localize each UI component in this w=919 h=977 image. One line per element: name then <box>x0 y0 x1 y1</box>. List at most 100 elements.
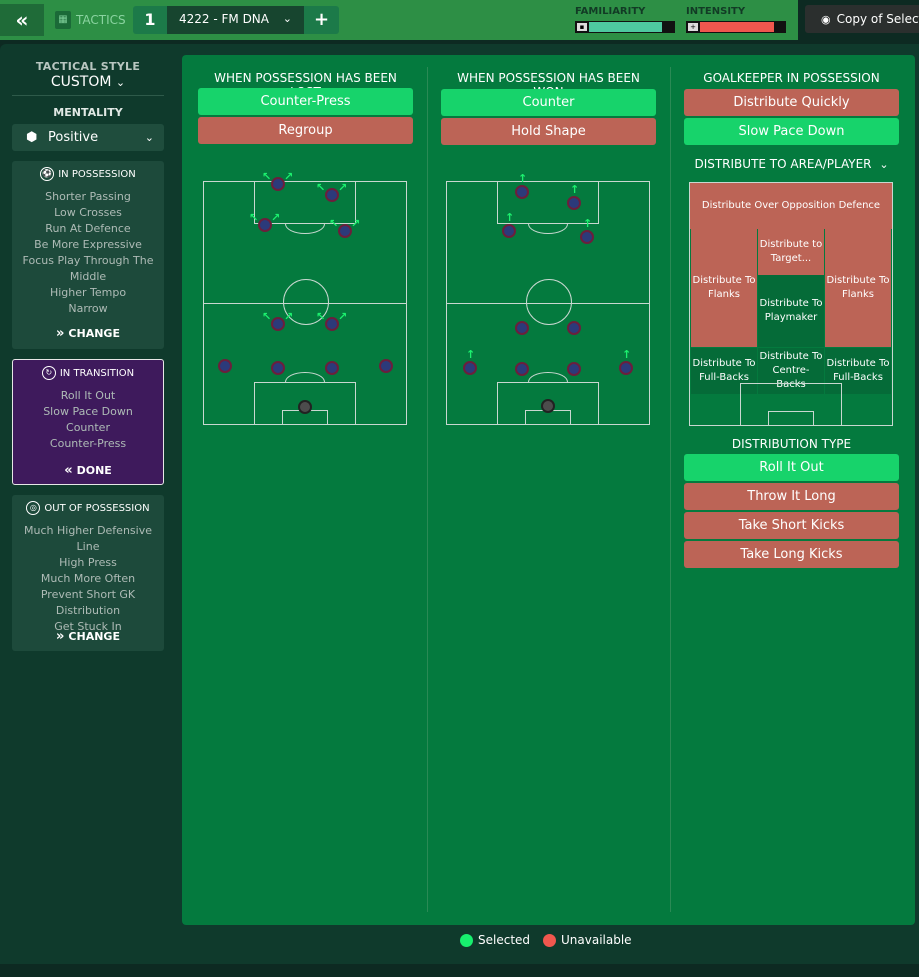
distribute-to-fullbacks-left-area[interactable]: Distribute To Full-Backs <box>691 348 757 394</box>
legend-unavailable-label: Unavailable <box>561 933 632 947</box>
copy-of-selected-button[interactable]: ◉Copy of Selecte <box>805 5 919 33</box>
chevron-down-icon: ⌄ <box>879 158 889 171</box>
familiarity-meter[interactable]: ▪ <box>575 21 675 33</box>
roll-it-out-button[interactable]: Roll It Out <box>684 454 899 481</box>
player-marker <box>515 362 529 376</box>
in-possession-card[interactable]: ⚽IN POSSESSION Shorter Passing Low Cross… <box>12 161 164 349</box>
slow-pace-down-button[interactable]: Slow Pace Down <box>684 118 899 145</box>
player-marker <box>271 177 285 191</box>
distribute-to-fullbacks-right-area[interactable]: Distribute To Full-Backs <box>825 348 891 394</box>
hold-shape-button[interactable]: Hold Shape <box>441 118 656 145</box>
instruction-line: Counter-Press <box>49 437 127 450</box>
distribute-to-target-area[interactable]: Distribute to Target... <box>758 229 824 275</box>
legend-selected-label: Selected <box>478 933 531 947</box>
movement-arrow-icon: ↑ <box>570 183 580 196</box>
distribute-to-playmaker-area[interactable]: Distribute To Playmaker <box>758 275 824 347</box>
instruction-line: Middle <box>69 270 107 283</box>
distribution-type-label: DISTRIBUTION TYPE <box>731 437 852 451</box>
distribute-area-label: DISTRIBUTE TO AREA/PLAYER <box>694 157 872 171</box>
add-tactic-button[interactable]: + <box>304 6 339 34</box>
change-label: CHANGE <box>68 327 120 340</box>
in-transition-header: ↻IN TRANSITION <box>13 366 163 380</box>
player-marker <box>258 218 272 232</box>
instruction-line: Shorter Passing <box>45 190 131 203</box>
distribution-area-grid: Distribute Over Opposition Defence Distr… <box>689 182 893 426</box>
movement-arrow-icon: ↑ <box>466 348 476 361</box>
distribute-to-centre-backs-area[interactable]: Distribute To Centre-Backs <box>758 348 824 394</box>
take-short-kicks-button[interactable]: Take Short Kicks <box>684 512 899 539</box>
double-chevron-left-icon: « <box>64 463 73 478</box>
in-possession-lines: Shorter Passing Low Crosses Run At Defen… <box>12 189 164 317</box>
chevron-down-icon: ⌄ <box>115 76 126 89</box>
tactics-icon: ▦ <box>55 11 71 29</box>
double-chevron-right-icon: » <box>56 629 65 644</box>
out-of-possession-change-button[interactable]: »CHANGE <box>12 629 164 644</box>
instruction-line: Counter <box>66 421 110 434</box>
unavailable-dot-icon <box>543 934 556 947</box>
in-transition-done-button[interactable]: «DONE <box>13 463 163 478</box>
movement-arrow-icon: ↑ <box>518 172 528 185</box>
throw-it-long-button[interactable]: Throw It Long <box>684 483 899 510</box>
chevron-down-icon: ⌄ <box>282 12 292 25</box>
player-marker <box>379 359 393 373</box>
out-of-possession-title: OUT OF POSSESSION <box>44 503 150 514</box>
movement-arrow-icon: ↗ <box>271 211 281 224</box>
top-bar: « ▦ TACTICS 1 4222 - FM DNA⌄ + FAMILIARI… <box>0 0 798 40</box>
tactic-slot-number[interactable]: 1 <box>133 6 167 34</box>
instruction-line: Slow Pace Down <box>43 405 133 418</box>
instruction-line: Much Higher Defensive Line <box>24 524 152 553</box>
gk-column-title: GOALKEEPER IN POSSESSION <box>703 71 880 85</box>
transition-icon: ↻ <box>41 366 56 380</box>
back-button[interactable]: « <box>0 4 44 36</box>
familiarity-fill <box>589 22 663 32</box>
distribute-area-dropdown[interactable]: DISTRIBUTE TO AREA/PLAYER ⌄ <box>684 157 899 171</box>
in-possession-change-button[interactable]: »CHANGE <box>12 326 164 341</box>
instruction-line: Roll It Out <box>60 389 116 402</box>
distribute-to-flanks-right-area[interactable]: Distribute To Flanks <box>825 229 891 347</box>
ball-icon: ⚽ <box>40 167 55 181</box>
column-divider <box>670 67 671 912</box>
lost-pitch-diagram <box>203 181 407 425</box>
in-possession-header: ⚽IN POSSESSION <box>12 167 164 181</box>
player-marker <box>515 185 529 199</box>
regroup-button[interactable]: Regroup <box>198 117 413 144</box>
out-of-possession-header: ◎OUT OF POSSESSION <box>12 501 164 515</box>
player-marker <box>338 224 352 238</box>
player-marker <box>325 188 339 202</box>
distribute-over-defence-area[interactable]: Distribute Over Opposition Defence <box>690 183 892 229</box>
distribute-quickly-button[interactable]: Distribute Quickly <box>684 89 899 116</box>
done-label: DONE <box>76 464 112 477</box>
counter-press-button[interactable]: Counter-Press <box>198 88 413 115</box>
player-marker <box>502 224 516 238</box>
player-marker <box>463 361 477 375</box>
change-label: CHANGE <box>68 630 120 643</box>
familiarity-icon: ▪ <box>577 23 587 31</box>
in-transition-card[interactable]: ↻IN TRANSITION Roll It Out Slow Pace Dow… <box>12 359 164 485</box>
instruction-line: Much More Often <box>40 572 136 585</box>
eye-icon: ◉ <box>821 13 831 26</box>
in-possession-title: IN POSSESSION <box>58 169 136 180</box>
player-marker <box>580 230 594 244</box>
take-long-kicks-button[interactable]: Take Long Kicks <box>684 541 899 568</box>
in-transition-title: IN TRANSITION <box>59 368 135 379</box>
intensity-label: INTENSITY <box>686 6 746 17</box>
out-of-possession-card[interactable]: ◎OUT OF POSSESSION Much Higher Defensive… <box>12 495 164 651</box>
instruction-line: Higher Tempo <box>49 286 127 299</box>
player-marker <box>567 321 581 335</box>
familiarity-label: FAMILIARITY <box>575 6 646 17</box>
movement-arrow-icon: ↖ <box>316 181 326 194</box>
movement-arrow-icon: ↖ <box>262 170 272 183</box>
in-transition-lines: Roll It Out Slow Pace Down Counter Count… <box>13 388 163 452</box>
instruction-line: Prevent Short GK <box>40 588 136 601</box>
tactic-name-dropdown[interactable]: 4222 - FM DNA⌄ <box>167 6 304 34</box>
movement-arrow-icon: ↖ <box>316 310 326 323</box>
instruction-line: Focus Play Through The <box>22 254 154 267</box>
distribute-to-flanks-left-area[interactable]: Distribute To Flanks <box>691 229 757 347</box>
counter-button[interactable]: Counter <box>441 89 656 116</box>
intensity-fill <box>700 22 774 32</box>
mentality-dropdown[interactable]: ⬢ Positive ⌄ <box>12 124 164 151</box>
intensity-meter[interactable]: + <box>686 21 786 33</box>
instruction-line: High Press <box>59 556 117 569</box>
tactical-style-dropdown[interactable]: CUSTOM ⌄ <box>12 74 164 90</box>
movement-arrow-icon: ↖ <box>249 211 259 224</box>
